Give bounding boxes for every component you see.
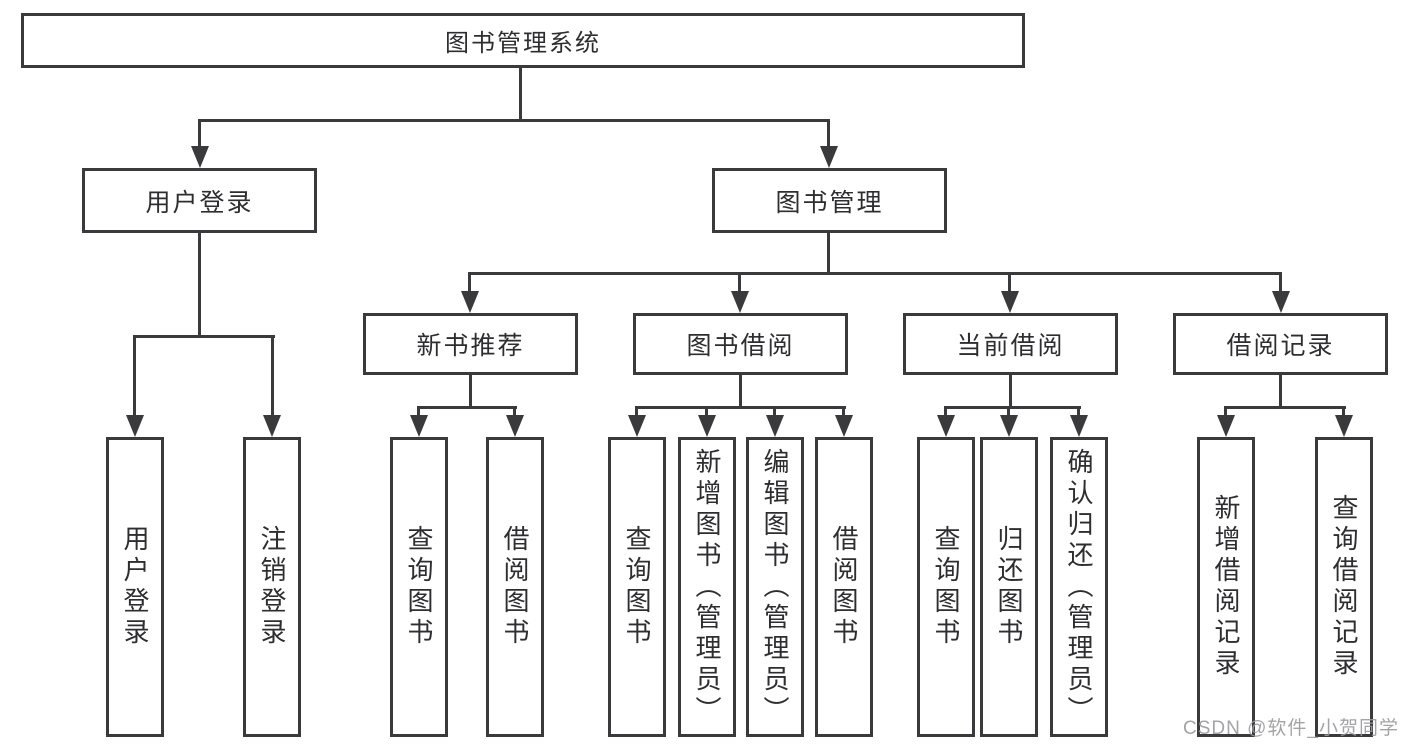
arrowhead-to-borrow-records xyxy=(1272,291,1290,313)
arrowhead-to-borrow-query-books xyxy=(628,415,646,437)
node-add-borrow-record: 新增借阅记录 xyxy=(1197,437,1255,737)
node-current-borrow: 当前借阅 xyxy=(903,313,1118,375)
rail-user-login-children xyxy=(133,335,275,338)
node-recommend-query-books: 查询图书 xyxy=(390,437,448,737)
node-library-management-system: 图书管理系统 xyxy=(21,13,1025,68)
trunk-from-book-borrow xyxy=(739,375,742,408)
trunk-from-root xyxy=(519,68,522,120)
arrow-shaft-to-add-borrow-record xyxy=(1224,406,1227,416)
arrowhead-to-return-books xyxy=(1000,415,1018,437)
node-label: 注销登录 xyxy=(257,525,287,649)
arrowhead-to-logout xyxy=(263,415,281,437)
arrow-shaft-to-query-borrow-record xyxy=(1342,406,1345,416)
arrowhead-to-current-query-books xyxy=(937,415,955,437)
arrowhead-to-user-login-action xyxy=(126,415,144,437)
arrowhead-to-recommend-borrow-books xyxy=(506,415,524,437)
node-query-borrow-record: 查询借阅记录 xyxy=(1315,437,1373,737)
node-label: 确认归还（管理员） xyxy=(1064,447,1094,727)
node-label: 借阅记录 xyxy=(1226,332,1335,360)
node-label: 查询图书 xyxy=(404,525,434,649)
arrowhead-to-add-books-admin xyxy=(698,415,716,437)
node-book-management: 图书管理 xyxy=(712,168,947,233)
arrow-shaft-to-logout xyxy=(271,335,274,416)
arrowhead-to-edit-books-admin xyxy=(766,415,784,437)
node-label: 新增图书（管理员） xyxy=(692,447,722,727)
node-label: 用户登录 xyxy=(120,525,150,649)
node-edit-books-admin: 编辑图书（管理员） xyxy=(746,437,804,737)
arrowhead-to-book-management xyxy=(820,146,838,168)
arrow-shaft-to-return-books xyxy=(1007,406,1010,416)
arrow-shaft-to-book-management xyxy=(827,119,830,149)
node-label: 图书管理 xyxy=(775,188,884,217)
trunk-from-current-borrow xyxy=(1009,375,1012,408)
node-add-books-admin: 新增图书（管理员） xyxy=(678,437,736,737)
node-user-login-action: 用户登录 xyxy=(106,437,164,737)
arrowhead-to-new-book-recommend xyxy=(461,291,479,313)
node-label: 借阅图书 xyxy=(829,525,859,649)
node-label: 查询借阅记录 xyxy=(1329,494,1359,680)
node-label: 查询图书 xyxy=(931,525,961,649)
arrow-shaft-to-edit-books-admin xyxy=(773,406,776,416)
node-label: 当前借阅 xyxy=(956,332,1065,360)
node-label: 图书借阅 xyxy=(686,332,795,360)
arrow-shaft-to-recommend-query-books xyxy=(417,406,420,416)
node-borrow-records: 借阅记录 xyxy=(1173,313,1388,375)
node-label: 图书管理系统 xyxy=(445,30,601,57)
node-borrow-query-books: 查询图书 xyxy=(608,437,666,737)
arrow-shaft-to-user-login-action xyxy=(133,335,136,416)
arrowhead-to-recommend-query-books xyxy=(410,415,428,437)
node-label: 编辑图书（管理员） xyxy=(760,447,790,727)
arrow-shaft-to-book-borrow xyxy=(738,272,741,292)
rail-new-book-recommend-children xyxy=(417,406,517,409)
node-book-borrow: 图书借阅 xyxy=(633,313,848,375)
node-label: 归还图书 xyxy=(994,525,1024,649)
node-new-book-recommend: 新书推荐 xyxy=(363,313,578,375)
node-label: 新增借阅记录 xyxy=(1211,494,1241,680)
arrow-shaft-to-borrow-records xyxy=(1279,272,1282,292)
arrow-shaft-to-current-query-books xyxy=(944,406,947,416)
trunk-from-user-login xyxy=(198,233,201,336)
node-current-query-books: 查询图书 xyxy=(917,437,975,737)
node-label: 查询图书 xyxy=(622,525,652,649)
arrowhead-to-current-borrow xyxy=(1001,291,1019,313)
rail-current-borrow-children xyxy=(944,406,1081,409)
arrow-shaft-to-current-borrow xyxy=(1008,272,1011,292)
node-confirm-return-admin: 确认归还（管理员） xyxy=(1050,437,1108,737)
trunk-from-new-book-recommend xyxy=(469,375,472,408)
arrow-shaft-to-user-login xyxy=(198,119,201,149)
node-borrow-borrow-books: 借阅图书 xyxy=(815,437,873,737)
node-return-books: 归还图书 xyxy=(980,437,1038,737)
arrowhead-to-user-login xyxy=(191,146,209,168)
rail-book-management-children xyxy=(468,272,1282,275)
node-label: 借阅图书 xyxy=(500,525,530,649)
arrowhead-to-book-borrow xyxy=(731,291,749,313)
arrow-shaft-to-borrow-borrow-books xyxy=(842,406,845,416)
arrow-shaft-to-borrow-query-books xyxy=(635,406,638,416)
arrow-shaft-to-add-books-admin xyxy=(705,406,708,416)
csdn-watermark: CSDN @软件_小贺同学 xyxy=(1183,718,1399,739)
rail-root-children xyxy=(198,119,830,122)
trunk-from-book-management xyxy=(827,233,830,274)
arrowhead-to-add-borrow-record xyxy=(1217,415,1235,437)
arrow-shaft-to-confirm-return-admin xyxy=(1077,406,1080,416)
node-user-login: 用户登录 xyxy=(82,168,317,233)
arrowhead-to-query-borrow-record xyxy=(1335,415,1353,437)
trunk-from-borrow-records xyxy=(1279,375,1282,408)
rail-book-borrow-children xyxy=(635,406,846,409)
arrow-shaft-to-recommend-borrow-books xyxy=(513,406,516,416)
arrowhead-to-confirm-return-admin xyxy=(1070,415,1088,437)
arrowhead-to-borrow-borrow-books xyxy=(835,415,853,437)
node-label: 用户登录 xyxy=(145,188,254,217)
rail-borrow-records-children xyxy=(1224,406,1346,409)
node-label: 新书推荐 xyxy=(416,332,525,360)
node-recommend-borrow-books: 借阅图书 xyxy=(486,437,544,737)
arrow-shaft-to-new-book-recommend xyxy=(468,272,471,292)
node-logout: 注销登录 xyxy=(243,437,301,737)
